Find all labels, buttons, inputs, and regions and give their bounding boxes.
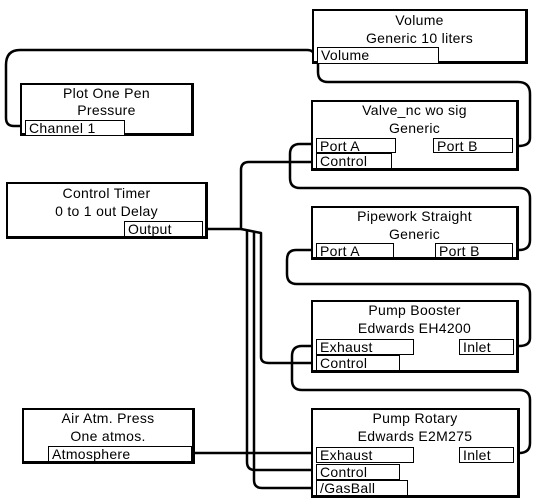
pump-rotary-inlet-port[interactable]: Inlet — [459, 447, 514, 463]
timer-output-port[interactable]: Output — [124, 221, 203, 237]
wire-timer-to-rotary-gasball — [252, 232, 313, 490]
wire-timer-to-booster-control — [240, 227, 313, 365]
valve-block[interactable]: Valve_nc wo sig Generic Port A Port B Co… — [311, 100, 519, 171]
air-atm-subtitle: One atmos. — [70, 428, 146, 444]
pipework-port-b[interactable]: Port B — [435, 243, 513, 259]
wire-timer-to-rotary-control — [245, 231, 313, 472]
volume-title: Volume — [395, 12, 444, 28]
valve-title: Valve_nc wo sig — [362, 102, 467, 118]
timer-title: Control Timer — [62, 185, 151, 201]
timer-subtitle: 0 to 1 out Delay — [55, 203, 158, 219]
pipework-title: Pipework Straight — [357, 208, 472, 224]
plot-subtitle: Pressure — [77, 102, 136, 118]
volume-block[interactable]: Volume Generic 10 liters Volume — [312, 9, 528, 64]
plot-block[interactable]: Plot One Pen Pressure Channel 1 — [20, 83, 194, 136]
air-atm-block[interactable]: Air Atm. Press One atmos. Atmosphere — [22, 408, 195, 464]
wire-pipework-port-a-to-booster-inlet — [285, 248, 532, 348]
valve-subtitle: Generic — [388, 120, 441, 136]
plot-channel-port[interactable]: Channel 1 — [25, 120, 125, 136]
pump-booster-title: Pump Booster — [368, 302, 461, 318]
pump-booster-subtitle: Edwards EH4200 — [357, 320, 472, 336]
wire-volume-to-valve-port-b — [316, 58, 532, 148]
pump-rotary-gasball-port[interactable]: /GasBall — [316, 480, 408, 496]
pump-rotary-block[interactable]: Pump Rotary Edwards E2M275 Exhaust Inlet… — [311, 408, 520, 498]
timer-block[interactable]: Control Timer 0 to 1 out Delay Output — [6, 182, 208, 239]
wire-valve-port-a-to-pipework-port-b — [288, 142, 532, 252]
plot-title: Plot One Pen — [63, 85, 150, 101]
pump-booster-exhaust-port[interactable]: Exhaust — [316, 339, 414, 355]
pump-rotary-subtitle: Edwards E2M275 — [357, 428, 473, 444]
pump-rotary-control-port[interactable]: Control — [316, 464, 400, 480]
air-atmosphere-port[interactable]: Atmosphere — [48, 446, 192, 462]
valve-port-b[interactable]: Port B — [433, 138, 513, 154]
pump-booster-control-port[interactable]: Control — [316, 355, 400, 371]
volume-port[interactable]: Volume — [317, 47, 439, 64]
pipework-subtitle: Generic — [388, 226, 441, 242]
valve-control-port[interactable]: Control — [316, 153, 392, 169]
wire-timer-output — [207, 160, 313, 231]
pump-rotary-exhaust-port[interactable]: Exhaust — [316, 447, 414, 463]
air-atm-title: Air Atm. Press — [61, 410, 155, 426]
pump-rotary-title: Pump Rotary — [372, 410, 458, 426]
wire-booster-exhaust-to-rotary-inlet — [290, 344, 532, 455]
volume-subtitle: Generic 10 liters — [365, 30, 474, 46]
pipework-block[interactable]: Pipework Straight Generic Port A Port B — [311, 206, 519, 260]
pump-booster-block[interactable]: Pump Booster Edwards EH4200 Exhaust Inle… — [311, 300, 519, 373]
pipework-port-a[interactable]: Port A — [316, 243, 394, 259]
pump-booster-inlet-port[interactable]: Inlet — [459, 339, 514, 355]
valve-port-a[interactable]: Port A — [316, 138, 396, 154]
